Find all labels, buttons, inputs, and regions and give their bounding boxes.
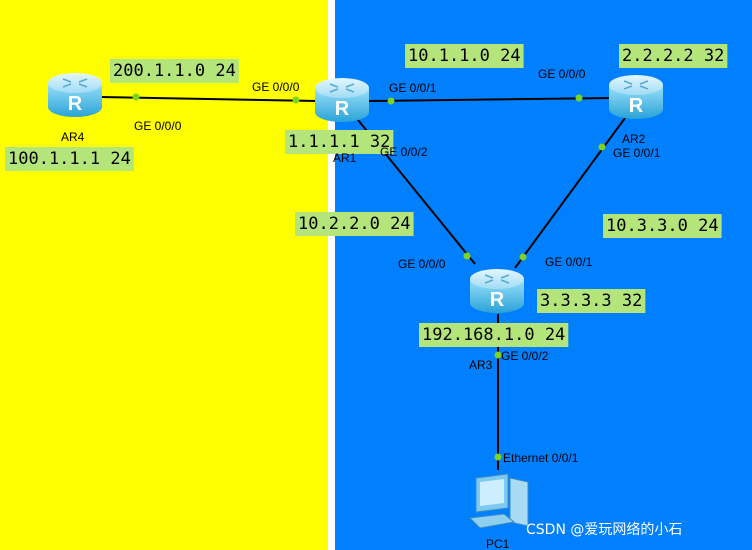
port-label: Ethernet 0/0/1: [503, 451, 579, 465]
router-icon: [608, 74, 664, 120]
network-label-bg: [619, 44, 728, 68]
network-label: 2.2.2.2 32: [622, 46, 724, 66]
right-zone: [335, 0, 752, 550]
port-label: GE 0/0/1: [545, 255, 593, 269]
router-icon: [314, 77, 370, 123]
port-dot: [463, 252, 471, 260]
watermark: CSDN @爱玩网络的小石: [526, 522, 682, 538]
device-label-pc1: PC1: [486, 537, 510, 550]
port-label: GE 0/0/2: [380, 145, 428, 159]
port-dot: [132, 93, 140, 101]
network-label: 10.1.1.0 24: [408, 46, 521, 66]
network-label: 3.3.3.3 32: [540, 291, 642, 311]
port-label: GE 0/0/2: [501, 349, 549, 363]
network-label: 100.1.1.1 24: [8, 149, 131, 169]
port-label: GE 0/0/0: [252, 80, 300, 94]
network-label-bg: [5, 147, 134, 171]
router-icon: [469, 268, 525, 314]
port-dot: [575, 94, 583, 102]
network-label-bg: [110, 59, 239, 83]
network-label-bg: [405, 44, 524, 68]
pc-pc1[interactable]: [468, 473, 529, 529]
router-icon: [47, 72, 103, 118]
network-label-bg: [537, 289, 646, 313]
link-ar2-ar3: [514, 117, 626, 269]
port-dot: [387, 97, 395, 105]
port-label: GE 0/0/0: [398, 257, 446, 271]
network-label: 192.168.1.0 24: [422, 325, 565, 345]
router-ar2[interactable]: [608, 74, 664, 120]
port-labels: GE 0/0/0 GE 0/0/0 GE 0/0/1 GE 0/0/0 GE 0…: [134, 67, 661, 465]
network-label-bg: [295, 212, 414, 236]
network-label: 200.1.1.0 24: [113, 61, 236, 81]
router-ar1[interactable]: [314, 77, 370, 123]
router-ar4[interactable]: [47, 72, 103, 118]
port-dot: [494, 351, 502, 359]
network-labels: 200.1.1.0 24 100.1.1.1 24 1.1.1.1 32 10.…: [5, 44, 728, 347]
port-label: GE 0/0/0: [134, 119, 182, 133]
device-label-ar4: AR4: [61, 130, 85, 144]
port-label: GE 0/0/1: [613, 146, 661, 160]
port-dots: [132, 93, 606, 461]
device-labels: AR4 AR1 AR2 AR3 PC1: [61, 130, 646, 550]
port-dot: [494, 453, 502, 461]
desktop-pc-icon: [468, 473, 529, 529]
network-label-bg: [419, 323, 569, 347]
port-dot: [292, 96, 300, 104]
port-dot: [519, 253, 527, 261]
network-label: 10.3.3.0 24: [606, 216, 719, 236]
port-label: GE 0/0/0: [538, 67, 586, 81]
network-label: 1.1.1.1 32: [288, 132, 390, 152]
port-dot: [598, 143, 606, 151]
link-ar1-ar2: [367, 97, 615, 102]
device-label-ar2: AR2: [622, 132, 646, 146]
network-label-bg: [603, 214, 722, 238]
device-label-ar3: AR3: [469, 358, 493, 372]
network-label-bg: [285, 130, 394, 154]
device-label-ar1: AR1: [333, 151, 357, 165]
router-ar3[interactable]: [469, 268, 525, 314]
network-label: 10.2.2.0 24: [298, 214, 411, 234]
port-label: GE 0/0/1: [389, 81, 437, 95]
